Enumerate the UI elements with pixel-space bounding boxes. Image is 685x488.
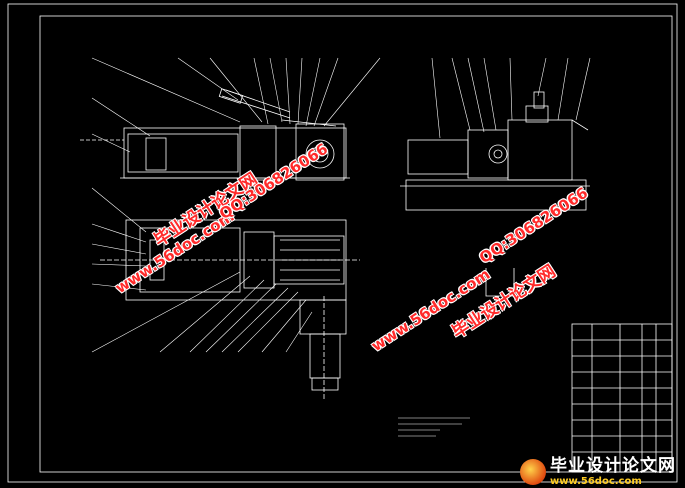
side-view [400,91,590,211]
inner-frame [39,15,673,473]
globe-icon [520,459,546,485]
plan-view [100,219,360,400]
site-logo: 毕业设计论文网 www.56doc.com [520,456,685,488]
logo-url: www.56doc.com [550,475,642,487]
outer-frame [7,3,678,483]
title-block [571,323,673,473]
tech-notes [398,417,470,437]
logo-name: 毕业设计论文网 [550,455,676,476]
bracket [485,268,515,297]
leader-lines [91,57,591,353]
